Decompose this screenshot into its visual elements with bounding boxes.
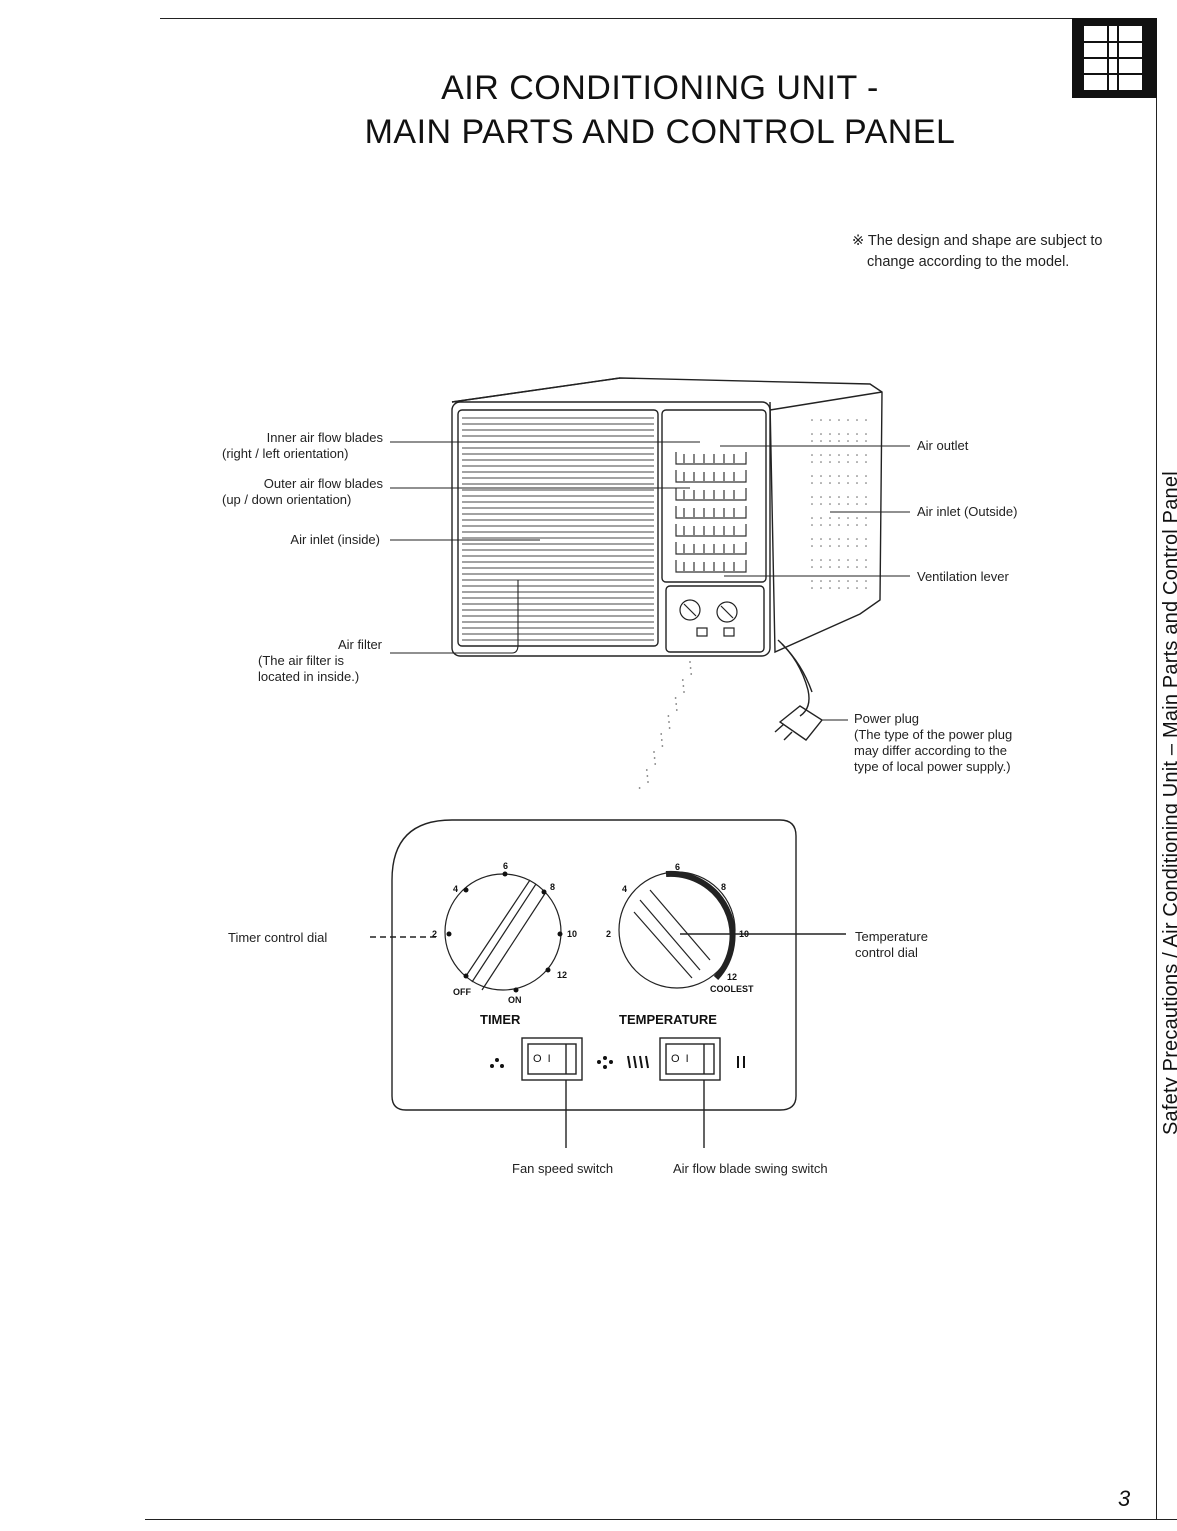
inner-blades-label: Inner air flow blades (right / left orie… xyxy=(200,430,383,462)
swing-switch-marks: O I xyxy=(671,1053,689,1065)
timer-tick-12: 12 xyxy=(557,970,568,980)
corner-tab-icon xyxy=(1072,18,1157,98)
temperature-callout-line-1: Temperature xyxy=(855,929,928,944)
page-title: AIR CONDITIONING UNIT - MAIN PARTS AND C… xyxy=(0,66,1177,154)
note-line-1: ※ The design and shape are subject to xyxy=(852,233,1103,249)
side-rule xyxy=(1156,18,1157,1520)
temp-tick-8: 8 xyxy=(721,882,727,892)
temp-tick-4: 4 xyxy=(622,884,628,894)
timer-tick-10: 10 xyxy=(567,929,578,939)
note-line-2: change according to the model. xyxy=(867,254,1070,270)
air-filter-line-1: Air filter xyxy=(337,637,382,652)
design-note: ※ The design and shape are subject to ch… xyxy=(852,231,1103,273)
air-filter-label: Air filter (The air filter is located in… xyxy=(258,637,388,685)
bottom-rule xyxy=(145,1519,1177,1520)
inner-blades-line-2: (right / left orientation) xyxy=(222,446,349,461)
power-plug-line-2: (The type of the power plug xyxy=(854,727,1013,742)
temp-tick-12: 12 xyxy=(727,972,738,982)
timer-tick-8: 8 xyxy=(550,882,556,892)
title-line-1: AIR CONDITIONING UNIT - xyxy=(441,69,879,107)
temperature-label: TEMPERATURE xyxy=(619,1012,717,1027)
fan-switch-marks: O I xyxy=(533,1053,551,1065)
air-outlet-label: Air outlet xyxy=(917,438,969,453)
temp-coolest-label: COOLEST xyxy=(710,984,754,994)
timer-on-label: ON xyxy=(508,995,522,1005)
air-inlet-inside-label: Air inlet (inside) xyxy=(290,532,380,547)
timer-dial-callout: Timer control dial xyxy=(228,930,328,945)
temp-tick-6: 6 xyxy=(675,862,681,872)
power-plug-line-3: may differ according to the xyxy=(854,743,1007,758)
ventilation-lever-label: Ventilation lever xyxy=(917,569,1009,584)
temperature-dial-callout: Temperature control dial xyxy=(855,929,928,961)
temperature-callout-line-2: control dial xyxy=(855,945,918,960)
temp-tick-10: 10 xyxy=(739,929,750,939)
timer-label: TIMER xyxy=(480,1012,521,1027)
outer-blades-line-1: Outer air flow blades xyxy=(263,476,383,491)
top-rule xyxy=(160,18,1157,19)
outer-blades-label: Outer air flow blades (up / down orienta… xyxy=(200,476,383,508)
air-filter-line-2: (The air filter is xyxy=(258,653,344,668)
air-filter-line-3: located in inside.) xyxy=(258,669,360,684)
timer-tick-6: 6 xyxy=(503,861,509,871)
fan-speed-switch-label: Fan speed switch xyxy=(512,1161,614,1176)
timer-off-label: OFF xyxy=(453,987,471,997)
temp-tick-2: 2 xyxy=(606,929,612,939)
inner-blades-line-1: Inner air flow blades xyxy=(266,430,383,445)
power-plug-line-4: type of local power supply.) xyxy=(854,759,1011,774)
side-tab-text: Safety Precautions / Air Conditioning Un… xyxy=(1160,471,1177,1135)
timer-tick-4: 4 xyxy=(453,884,459,894)
swing-switch-label: Air flow blade swing switch xyxy=(673,1161,828,1176)
power-plug-label: Power plug (The type of the power plug m… xyxy=(854,711,1012,775)
title-line-2: MAIN PARTS AND CONTROL PANEL xyxy=(364,113,956,151)
power-plug-line-1: Power plug xyxy=(854,711,920,726)
timer-tick-2: 2 xyxy=(432,929,438,939)
air-inlet-outside-label: Air inlet (Outside) xyxy=(917,504,1018,519)
outer-blades-line-2: (up / down orientation) xyxy=(222,492,352,507)
page-number: 3 xyxy=(1118,1486,1131,1511)
